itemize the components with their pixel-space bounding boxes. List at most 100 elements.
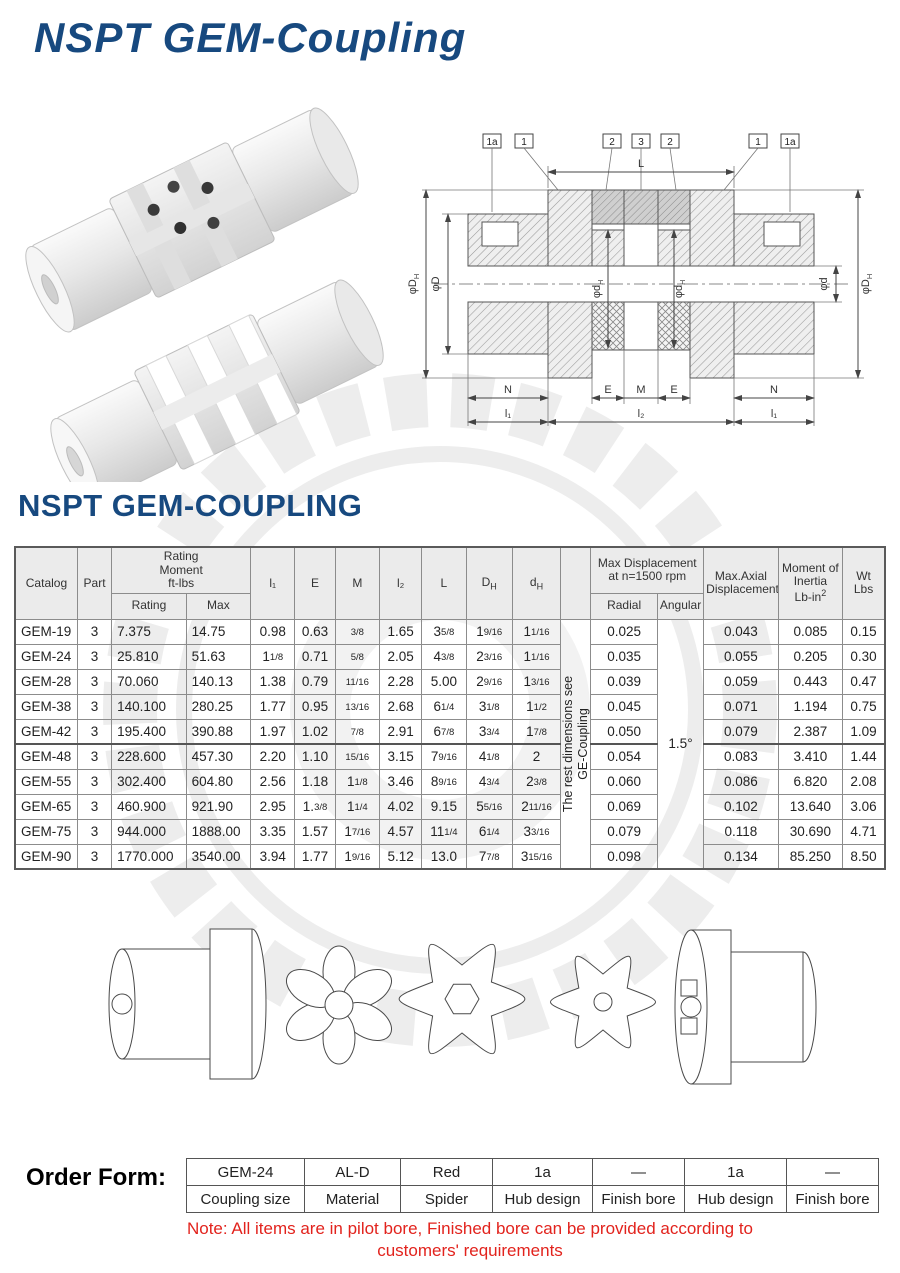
- spec-cell: 302.400: [111, 768, 187, 795]
- spec-cell: 280.25: [185, 693, 252, 720]
- spec-cell: 211/16: [511, 793, 562, 820]
- spec-cell: 0.083: [703, 743, 779, 770]
- spec-cell: 140.13: [185, 668, 252, 695]
- col-header-max: Max: [185, 592, 252, 620]
- spec-cell: 0.045: [590, 693, 658, 720]
- spec-cell: 4.02: [378, 793, 423, 820]
- spec-cell: 1770.000: [111, 843, 187, 870]
- spec-cell: 6.820: [777, 768, 844, 795]
- spec-cell: 0.050: [590, 718, 658, 745]
- svg-text:φdH: φdH: [673, 280, 687, 298]
- spec-cell: 3: [76, 768, 113, 795]
- dim-phi-dh-inner-left: φdH: [591, 229, 611, 349]
- spec-cell: 0.205: [777, 643, 844, 670]
- spec-cell: 3.46: [378, 768, 423, 795]
- order-form-value-hub-design-1: 1a: [492, 1158, 593, 1186]
- spec-cell: 25.810: [111, 643, 187, 670]
- spec-cell: 3: [76, 793, 113, 820]
- spec-cell: 7/8: [334, 718, 380, 745]
- spec-cell: 0.039: [590, 668, 658, 695]
- dim-phi-D-left: φD: [430, 213, 468, 355]
- spec-cell: 15/16: [334, 743, 380, 770]
- col-header-part: Part: [76, 546, 113, 620]
- callout-1a-right: 1a: [784, 137, 796, 148]
- spec-cell: GEM-65: [14, 793, 78, 820]
- spec-cell: 11/8: [250, 643, 296, 670]
- order-form-field-finish-bore-1: Finish bore: [592, 1185, 685, 1213]
- spec-cell: 0.95: [294, 693, 336, 720]
- callout-2-right: 2: [667, 137, 673, 148]
- spec-cell: 1.18: [294, 768, 336, 795]
- svg-text:E: E: [604, 384, 611, 396]
- spec-cell: 0.47: [842, 668, 886, 695]
- spec-cell: 0.043: [703, 618, 779, 645]
- spec-cell: 0.035: [590, 643, 658, 670]
- spec-cell: 1.77: [294, 843, 336, 870]
- svg-text:l₁: l₁: [771, 408, 777, 420]
- spec-cell: 14.75: [185, 618, 252, 645]
- order-form-field-coupling-size: Coupling size: [186, 1185, 305, 1213]
- spec-cell: 0.055: [703, 643, 779, 670]
- spec-cell: 390.88: [185, 718, 252, 745]
- component-spider-3d: [286, 945, 392, 1065]
- spec-cell: 0.63: [294, 618, 336, 645]
- spec-cell: 2.95: [250, 793, 296, 820]
- spec-cell: 85.250: [777, 843, 844, 870]
- col-header-dh: dH: [511, 546, 562, 620]
- component-hub-side-right: [674, 929, 817, 1085]
- dim-phi-dh-inner-right: φdH: [671, 229, 687, 349]
- order-form-table: GEM-24 AL-D Red 1a — 1a — Coupling size …: [186, 1158, 879, 1213]
- spec-cell: GEM-90: [14, 843, 78, 870]
- order-form-field-spider: Spider: [400, 1185, 493, 1213]
- dim-bottom-level2: l₁ l₂ l₁: [467, 408, 815, 425]
- svg-text:φd: φd: [818, 277, 830, 290]
- part-callouts: 1a 1 2 3 2 1 1a: [482, 133, 800, 212]
- spec-cell: 11/16: [511, 643, 562, 670]
- svg-text:l₁: l₁: [505, 408, 511, 420]
- spec-cell: GEM-24: [14, 643, 78, 670]
- order-form-label: Order Form:: [26, 1164, 167, 1191]
- svg-text:N: N: [770, 384, 778, 396]
- col-header-l1: l₁: [250, 546, 296, 620]
- order-form-field-hub-design-1: Hub design: [492, 1185, 593, 1213]
- spec-cell: 0.079: [703, 718, 779, 745]
- hub-left-section: [467, 189, 593, 379]
- spec-cell: 43/4: [465, 768, 513, 795]
- spec-cell: 0.15: [842, 618, 886, 645]
- spec-cell: 1.09: [842, 718, 886, 745]
- callout-1-right: 1: [755, 137, 761, 148]
- svg-text:l₂: l₂: [638, 408, 645, 420]
- spec-cell: 11/2: [511, 693, 562, 720]
- col-header-m: M: [334, 546, 380, 620]
- dim-bottom-level1: N E M E N: [467, 350, 815, 426]
- spec-cell: 13.0: [421, 843, 467, 870]
- spider-center-section: [591, 189, 691, 351]
- spec-cell: 51.63: [185, 643, 252, 670]
- spec-cell: 0.059: [703, 668, 779, 695]
- spec-cell: 0.085: [777, 618, 844, 645]
- spec-cell: GEM-42: [14, 718, 78, 745]
- spec-cell: 33/16: [511, 818, 562, 845]
- component-hub-side-left: [108, 928, 267, 1080]
- footnote: Note: All items are in pilot bore, Finis…: [186, 1219, 754, 1261]
- spec-cell: 3: [76, 818, 113, 845]
- callout-1a-left: 1a: [486, 137, 498, 148]
- order-form-field-hub-design-2: Hub design: [684, 1185, 787, 1213]
- spec-cell: 315/16: [511, 843, 562, 870]
- spec-cell: 61/4: [465, 818, 513, 845]
- spec-cell: 3.35: [250, 818, 296, 845]
- col-header-l2: l₂: [378, 546, 423, 620]
- spec-cell: GEM-28: [14, 668, 78, 695]
- order-form-value-spider: Red: [400, 1158, 493, 1186]
- order-form-values-row: GEM-24 AL-D Red 1a — 1a —: [186, 1158, 879, 1186]
- spec-cell: 3/8: [334, 618, 380, 645]
- spec-cell: 2.91: [378, 718, 423, 745]
- spec-cell: 79/16: [421, 743, 467, 770]
